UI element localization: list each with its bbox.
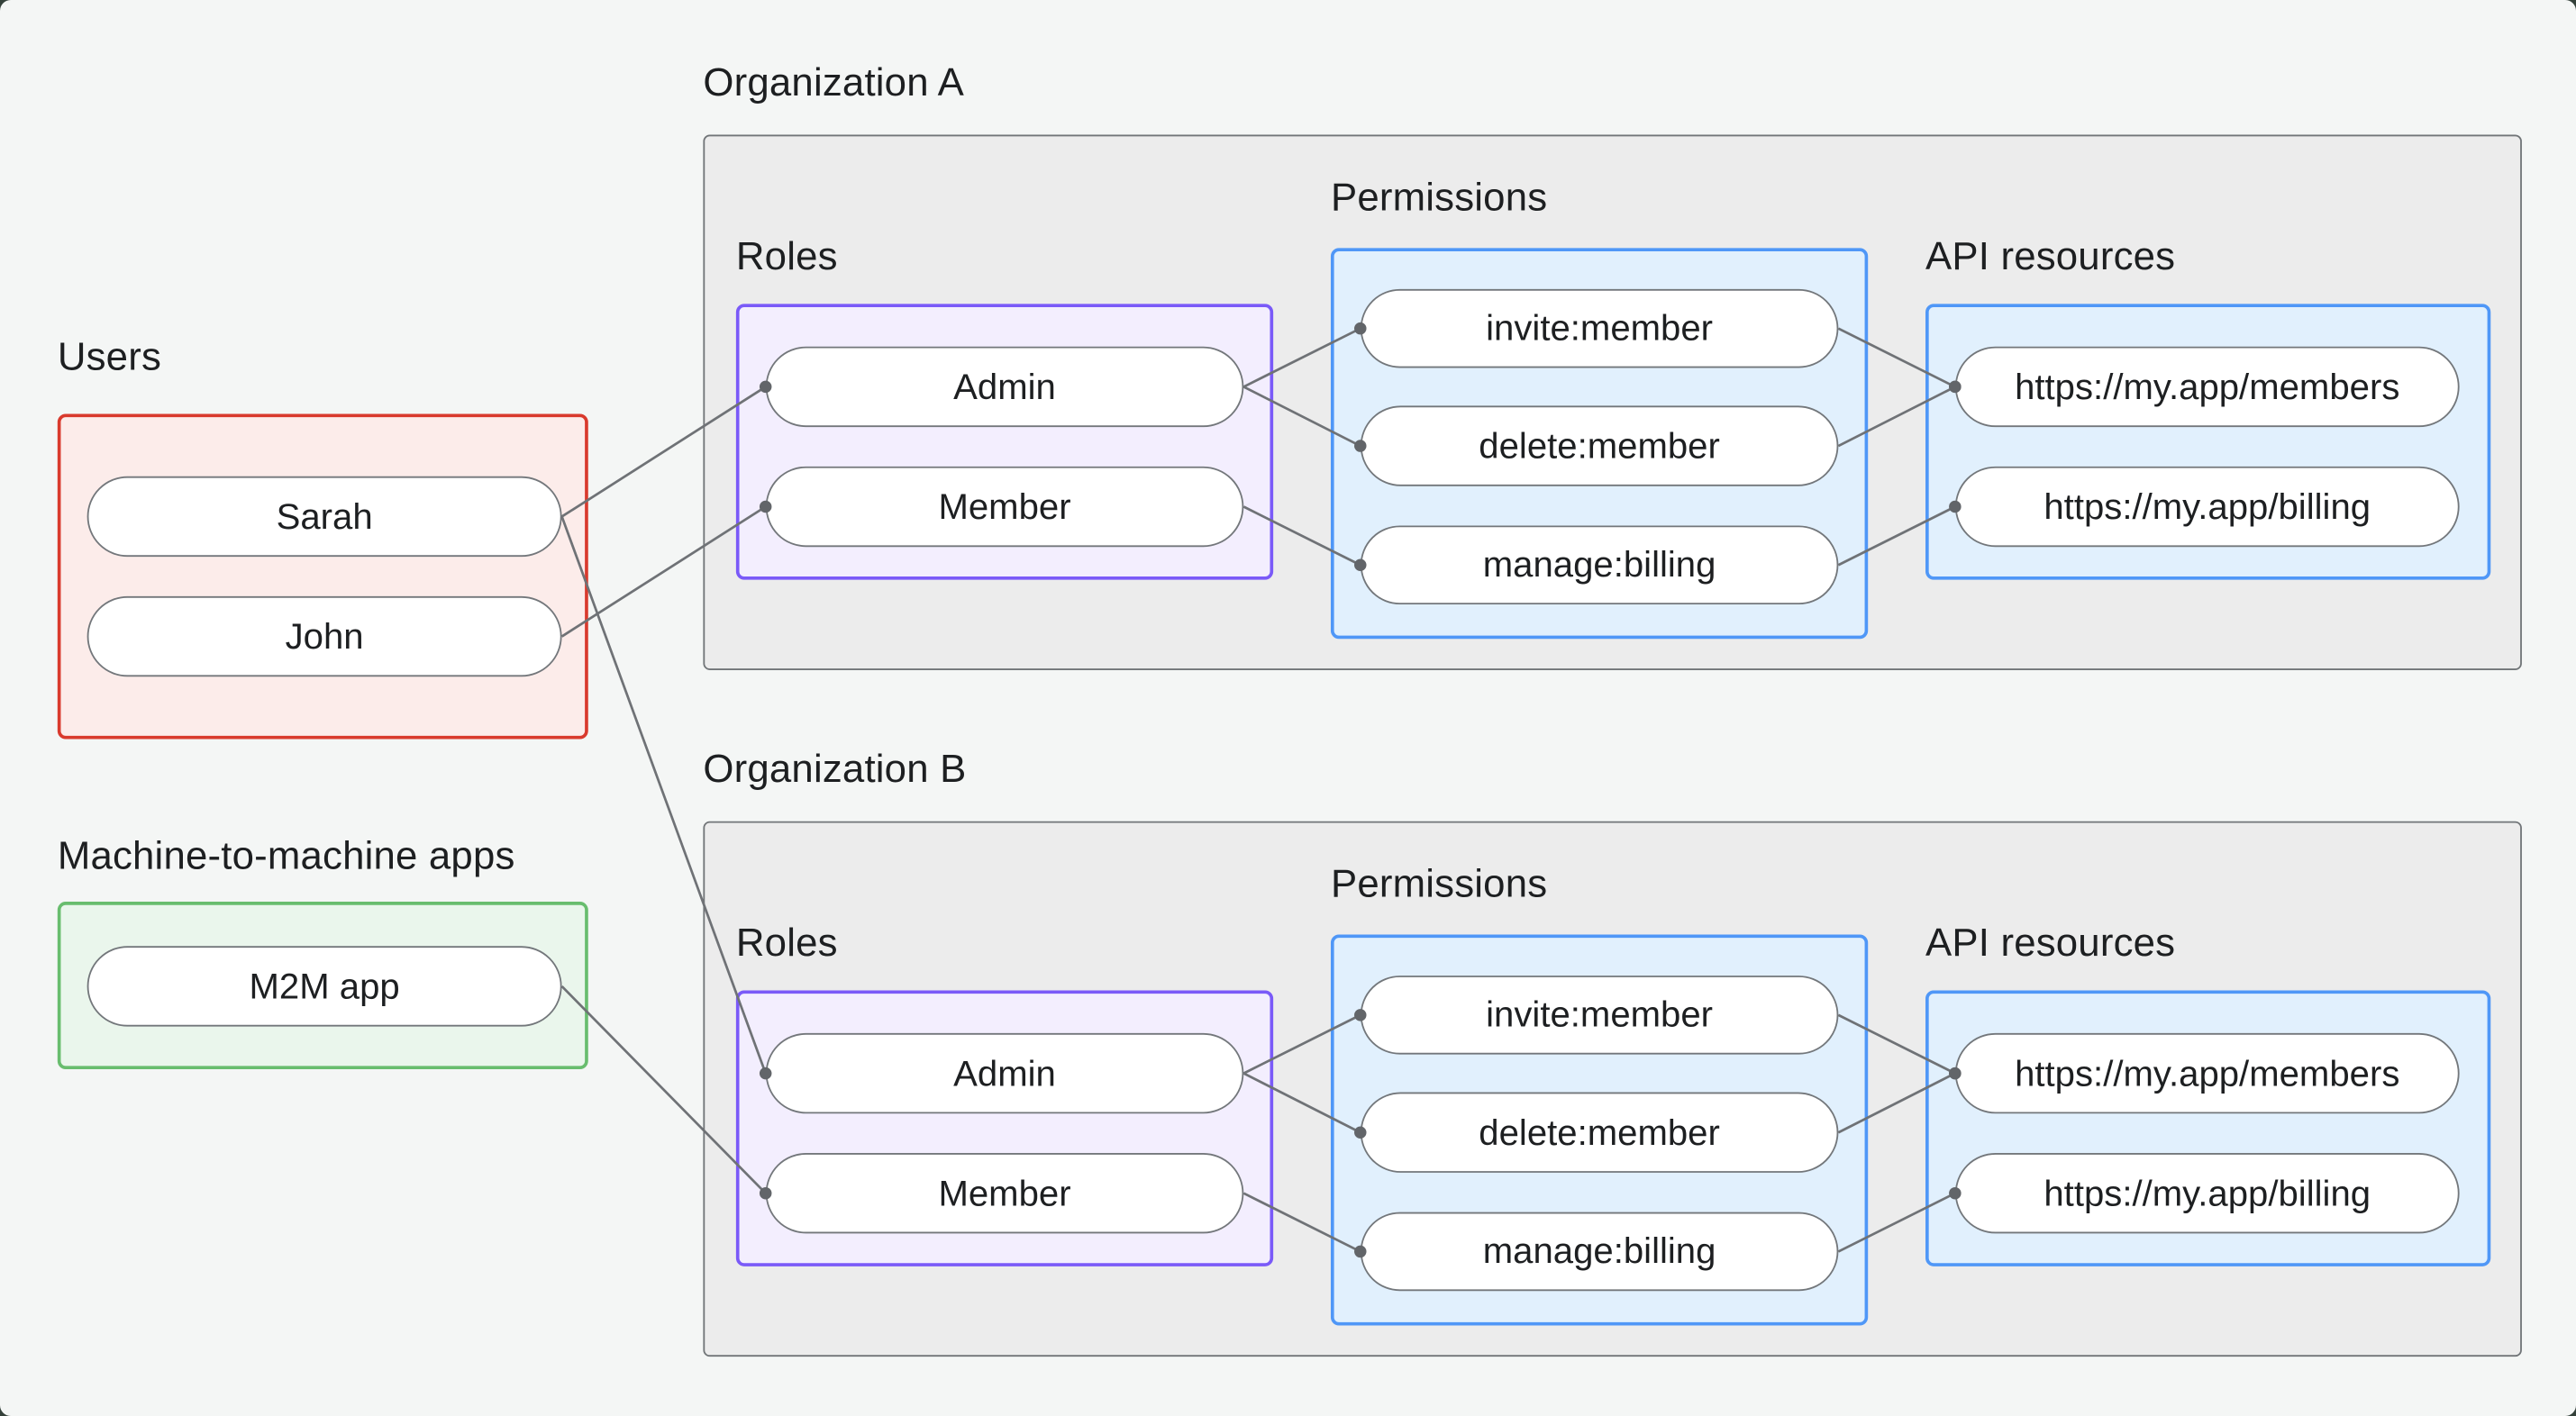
org-b-permission-delete: delete:member — [1360, 1092, 1839, 1173]
org-b-resource-members: https://my.app/members — [1954, 1032, 2460, 1114]
org-a-role-member: Member — [765, 466, 1244, 548]
m2m-group-label: Machine-to-machine apps — [57, 834, 515, 879]
org-a-permissions-label: Permissions — [1330, 176, 1548, 221]
org-a-role-admin: Admin — [765, 346, 1244, 428]
org-b-api-label: API resources — [1925, 921, 2176, 967]
users-group-label: Users — [57, 334, 162, 380]
user-node-sarah: Sarah — [86, 476, 562, 558]
org-a-permission-delete: delete:member — [1360, 405, 1839, 486]
org-a-title: Organization A — [703, 60, 965, 105]
org-a-permission-manage: manage:billing — [1360, 525, 1839, 605]
org-a-permission-invite: invite:member — [1360, 288, 1839, 368]
users-group-box — [57, 413, 588, 740]
org-a-resource-members: https://my.app/members — [1954, 346, 2460, 428]
org-b-permission-manage: manage:billing — [1360, 1212, 1839, 1292]
org-b-roles-label: Roles — [735, 921, 838, 967]
org-a-resource-billing: https://my.app/billing — [1954, 466, 2460, 548]
org-b-role-member: Member — [765, 1153, 1244, 1234]
org-a-roles-label: Roles — [735, 234, 838, 279]
m2m-app-node: M2M app — [86, 946, 562, 1027]
org-b-permissions-label: Permissions — [1330, 862, 1548, 907]
org-b-resource-billing: https://my.app/billing — [1954, 1153, 2460, 1234]
org-b-role-admin: Admin — [765, 1032, 1244, 1114]
org-a-api-label: API resources — [1925, 234, 2176, 279]
org-b-title: Organization B — [703, 747, 967, 792]
org-b-permission-invite: invite:member — [1360, 976, 1839, 1055]
user-node-john: John — [86, 595, 562, 677]
